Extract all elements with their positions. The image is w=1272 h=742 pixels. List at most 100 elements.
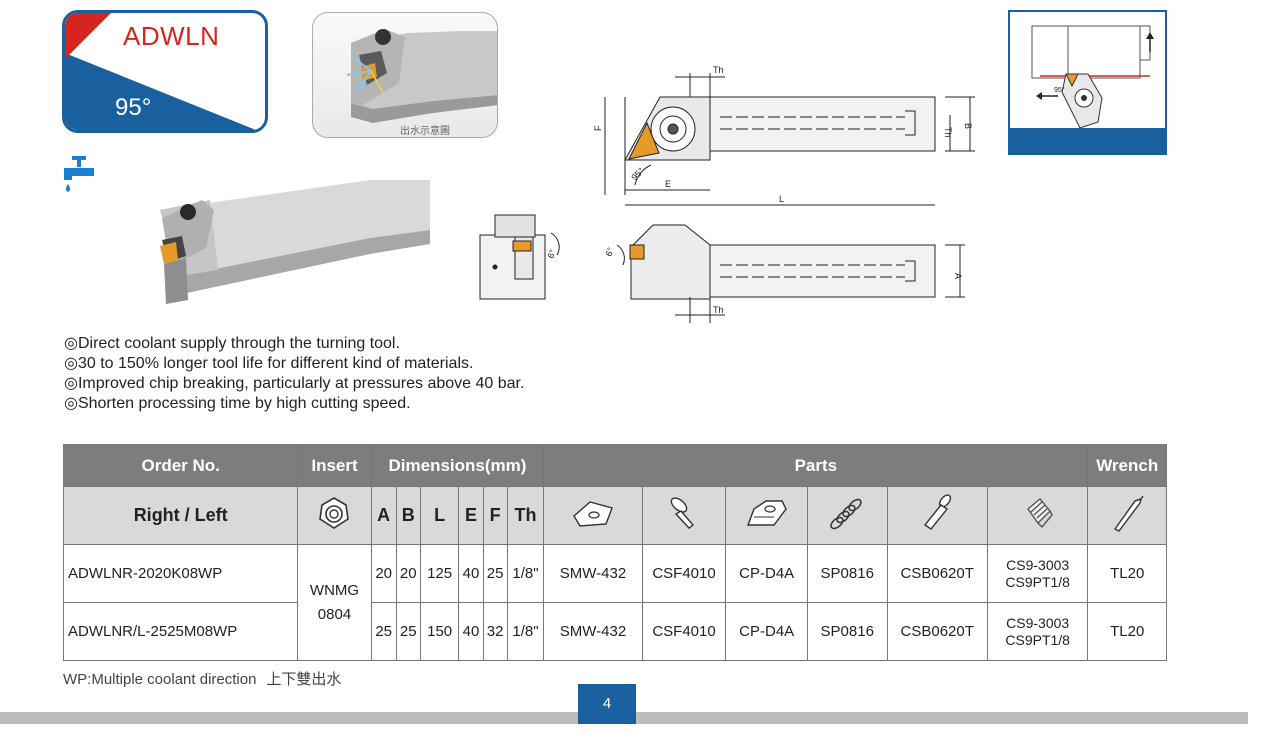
insert-grade-line1: WNMG	[309, 581, 360, 599]
part-clamp-screw: CSB0620T	[886, 602, 988, 661]
dim-e-value: 40	[458, 602, 484, 661]
part-shim-screw: CSF4010	[641, 602, 727, 661]
dim-l: L	[779, 194, 784, 204]
plug-line1: CS9-3003	[1006, 614, 1070, 631]
table-subheader-row: Right / Left A B L E F Th	[62, 486, 1167, 545]
approach-angle: 95°	[115, 94, 152, 121]
orientation-inset: 95°	[1008, 10, 1167, 155]
part-shim-screw-cell	[641, 486, 727, 545]
part-shim-screw: CSF4010	[641, 544, 727, 603]
part-clamp-screw-cell	[886, 486, 988, 545]
product-series-title: ADWLN	[123, 21, 220, 51]
dim-angle-6-front: 6°	[545, 248, 557, 260]
dim-th-bottom: Th	[713, 305, 724, 315]
plug-line1: CS9-3003	[1006, 556, 1070, 573]
subheader-dim-l: L	[419, 486, 460, 545]
insert-grade-line2: 0804	[317, 605, 352, 623]
dim-e-value: 40	[458, 544, 484, 603]
inset-angle: 95°	[1054, 86, 1065, 94]
part-clamp-cell	[725, 486, 808, 545]
dim-th-value: 1/8"	[506, 602, 545, 661]
dim-b-value: 20	[395, 544, 421, 603]
feature-item: ◎Direct coolant supply through the turni…	[64, 335, 400, 352]
page-number: 4	[578, 684, 636, 724]
subheader-dim-a: A	[370, 486, 397, 545]
shim-icon	[573, 501, 613, 527]
part-shim-cell	[543, 486, 643, 545]
plug-line2: CS9PT1/8	[1005, 631, 1070, 648]
dim-l-value: 125	[419, 544, 460, 603]
product-badge: NEW ADWLN 95°	[62, 10, 268, 133]
wrench-header-cell	[1087, 486, 1167, 545]
insert-header-cell	[297, 486, 372, 545]
part-spring: SP0816	[806, 602, 888, 661]
feature-list: ◎Direct coolant supply through the turni…	[64, 334, 524, 414]
orientation-diagram: 95°	[1010, 25, 1165, 153]
part-spring-cell	[806, 486, 888, 545]
table-header-row: Order No. Insert Dimensions(mm) Parts Wr…	[62, 444, 1167, 487]
coolant-photo-caption: 出水示意圖	[400, 126, 450, 137]
feature-item: ◎30 to 150% longer tool life for differe…	[64, 355, 474, 372]
dim-e: E	[665, 179, 671, 189]
dimension-drawing: Th F E L Th B A 95° 6° 6° Th	[479, 65, 975, 323]
coolant-photo	[312, 12, 498, 138]
tool-holder-photo	[160, 180, 430, 304]
dim-a-value: 25	[370, 602, 397, 661]
dim-angle-6-side: 6°	[603, 246, 615, 258]
dim-b: B	[963, 123, 973, 129]
header-wrench: Wrench	[1087, 444, 1167, 487]
subheader-dim-f: F	[482, 486, 508, 545]
order-number: ADWLNR-2020K08WP	[62, 544, 299, 603]
badge-background	[65, 13, 265, 130]
subheader-dim-th: Th	[506, 486, 545, 545]
clamp-icon	[746, 500, 787, 526]
dim-b-value: 25	[395, 602, 421, 661]
order-number: ADWLNR/L-2525M08WP	[62, 602, 299, 661]
dim-th-top: Th	[713, 65, 724, 75]
header-insert: Insert	[297, 444, 372, 487]
dim-th-side: Th	[943, 127, 953, 138]
header-dimensions: Dimensions(mm)	[370, 444, 545, 487]
wrench-value: TL20	[1087, 602, 1167, 661]
shim-screw-icon	[670, 497, 695, 529]
part-coolant-plug: CS9-3003 CS9PT1/8	[986, 544, 1089, 603]
dim-a-value: 20	[370, 544, 397, 603]
hex-wrench-icon	[1114, 495, 1144, 532]
dim-l-value: 150	[419, 602, 460, 661]
feature-item: ◎Improved chip breaking, particularly at…	[64, 375, 525, 392]
part-shim: SMW-432	[543, 602, 643, 661]
table-row: ADWLNR-2020K08WP WNMG 0804 20 20 125 40 …	[62, 544, 1167, 661]
part-clamp-screw: CSB0620T	[886, 544, 988, 603]
dim-angle-95: 95°	[629, 165, 646, 182]
spring-icon	[830, 498, 862, 530]
faucet-icon	[64, 156, 94, 192]
wp-note-text: WP:Multiple coolant direction	[63, 671, 257, 688]
specification-table: Order No. Insert Dimensions(mm) Parts Wr…	[62, 444, 1167, 661]
wrench-value: TL20	[1087, 544, 1167, 603]
part-coolant-plug-cell	[986, 486, 1089, 545]
wp-note: WP:Multiple coolant direction 上下雙出水	[63, 668, 341, 689]
clamp-screw-icon	[924, 494, 952, 530]
part-shim: SMW-432	[543, 544, 643, 603]
part-clamp: CP-D4A	[725, 544, 808, 603]
wp-note-zh: 上下雙出水	[266, 670, 342, 688]
part-clamp: CP-D4A	[725, 602, 808, 661]
part-spring: SP0816	[806, 544, 888, 603]
dim-th-value: 1/8"	[506, 544, 545, 603]
wnmg-insert-icon	[319, 497, 350, 529]
coolant-photo-image	[346, 29, 497, 123]
part-coolant-plug: CS9-3003 CS9PT1/8	[986, 602, 1089, 661]
dim-a: A	[953, 273, 963, 279]
feature-item: ◎Shorten processing time by high cutting…	[64, 395, 411, 412]
subheader-dim-e: E	[458, 486, 484, 545]
dim-f: F	[593, 125, 603, 131]
plug-line2: CS9PT1/8	[1005, 573, 1070, 590]
insert-grade: WNMG 0804	[297, 544, 372, 661]
table-row: ADWLNR/L-2525M08WP 25 25 150 40 32 1/8" …	[62, 602, 1167, 661]
header-parts: Parts	[543, 444, 1089, 487]
subheader-dim-b: B	[395, 486, 421, 545]
dim-f-value: 25	[482, 544, 508, 603]
subheader-right-left: Right / Left	[62, 486, 299, 545]
dim-f-value: 32	[482, 602, 508, 661]
header-order-no: Order No.	[62, 444, 299, 487]
